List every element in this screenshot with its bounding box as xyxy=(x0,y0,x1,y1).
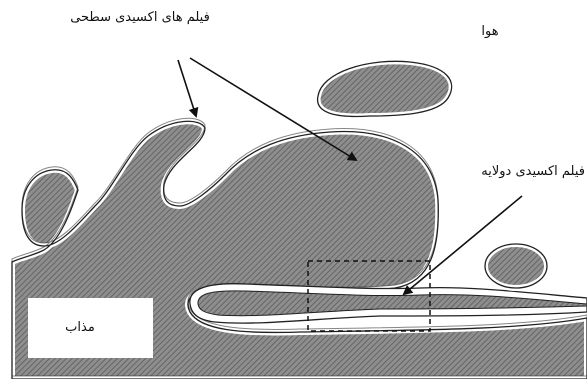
droplet-top xyxy=(318,61,452,116)
label-air: هوا xyxy=(470,22,510,42)
label-bilayer-oxide-film: فیلم اکسیدی دولایه xyxy=(515,162,585,182)
droplet-small xyxy=(485,244,547,288)
label-melt: مذاب xyxy=(60,318,100,338)
arrow-surface-film-1 xyxy=(178,60,196,116)
label-surface-oxide-films: فیلم های اکسیدی سطحی xyxy=(70,8,210,28)
